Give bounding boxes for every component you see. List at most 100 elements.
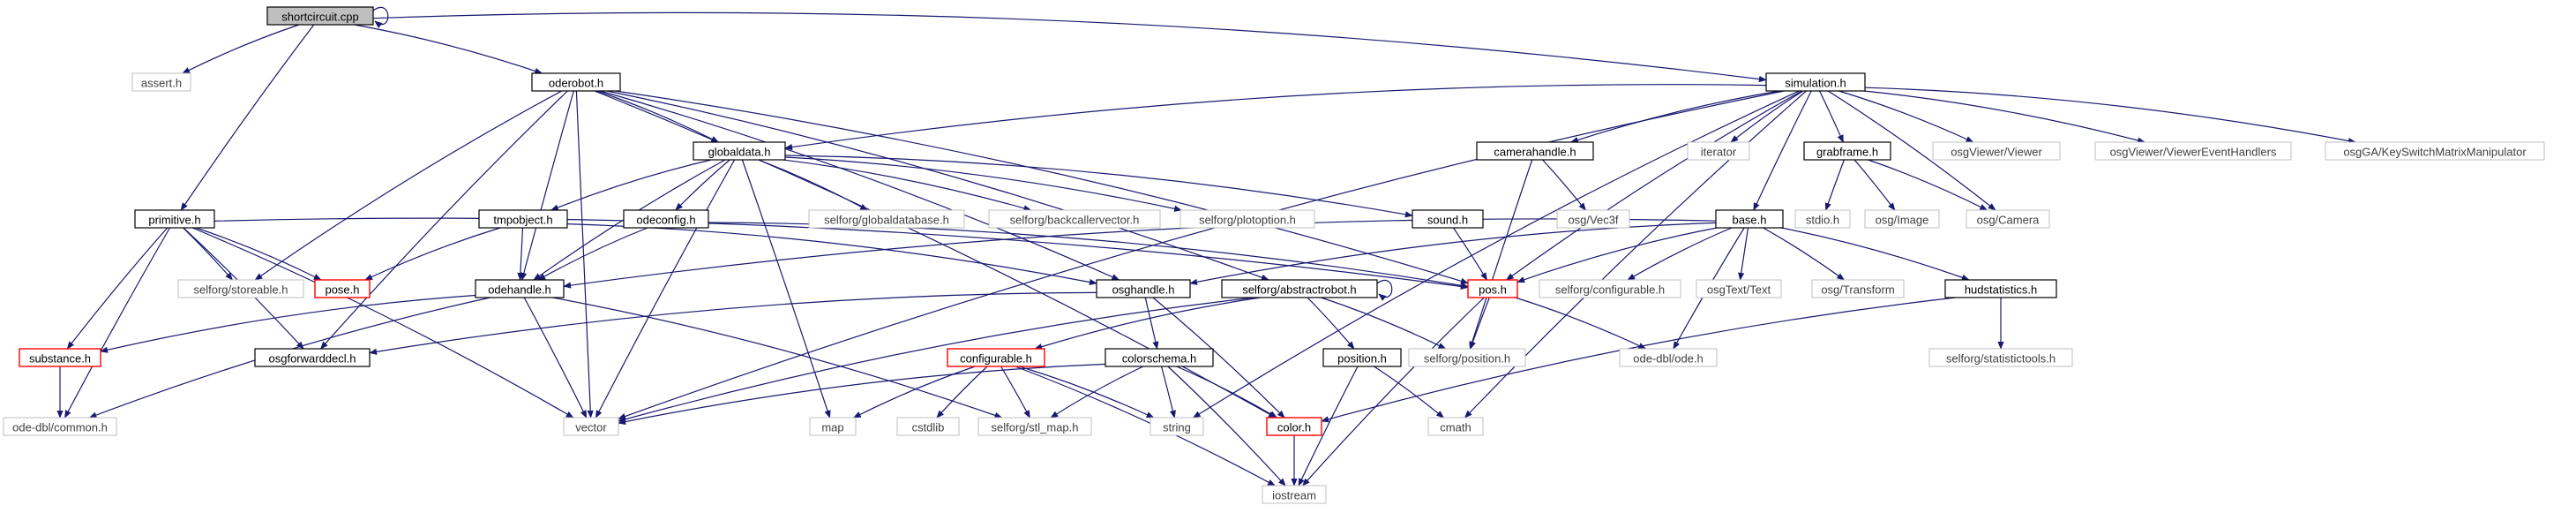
edge-globaldata-to-globaldatabase — [758, 159, 869, 211]
node-label-plotoption: selforg/plotoption.h — [1199, 214, 1296, 227]
node-box-cstdlib — [896, 417, 960, 436]
node-box-abstractrobot — [1221, 279, 1378, 298]
node-osghandle[interactable]: osghandle.h — [1096, 279, 1191, 298]
edge-posh-to-selfposition — [1470, 297, 1490, 350]
edge-oderobot-to-osghandle — [600, 90, 1120, 281]
node-box-substance — [19, 348, 101, 367]
edge-tmpobject-to-osghandle — [566, 223, 1097, 286]
node-label-configurable: configurable.h — [960, 352, 1032, 366]
node-box-sound — [1412, 209, 1484, 229]
node-box-osgViewer — [1932, 141, 2061, 161]
node-box-globaldata — [693, 141, 786, 161]
node-label-substance: substance.h — [29, 352, 91, 366]
node-odeconfig[interactable]: odeconfig.h — [623, 209, 709, 229]
node-label-osgCamera: osg/Camera — [1977, 214, 2041, 227]
edge-oderobot-to-abstractrobot — [606, 90, 1269, 281]
node-box-osgforward — [254, 348, 371, 367]
node-base[interactable]: base.h — [1715, 209, 1784, 229]
edge-base-to-posh — [1516, 227, 1718, 283]
node-box-selfposition — [1408, 348, 1526, 367]
node-pose[interactable]: pose.h — [314, 279, 371, 298]
node-label-stattools: selforg/statistictools.h — [1946, 352, 2056, 366]
node-label-backcaller: selforg/backcallervector.h — [1010, 214, 1140, 227]
edge-oderobot-to-globaldata — [596, 90, 720, 143]
node-label-iterator: iterator — [1701, 146, 1737, 159]
edge-base-to-hudstatistics — [1780, 227, 1970, 281]
edge-base-to-osghandle — [1189, 222, 1717, 285]
node-configurable[interactable]: configurable.h — [947, 348, 1045, 367]
node-label-hudstatistics: hudstatistics.h — [1965, 283, 2037, 297]
edge-simulation-to-osgCamera — [1827, 90, 1996, 211]
node-hudstatistics[interactable]: hudstatistics.h — [1944, 279, 2057, 298]
node-label-assert: assert.h — [141, 77, 182, 90]
node-layer: shortcircuit.cpp assert.h oderobot.h simula… — [3, 6, 2545, 504]
node-stattools: selforg/statistictools.h — [1928, 348, 2073, 367]
node-label-storeable: selforg/storeable.h — [194, 283, 288, 297]
node-box-simulation — [1765, 72, 1866, 92]
node-box-backcaller — [988, 209, 1161, 229]
edge-simulation-to-vector — [618, 90, 1785, 419]
edge-simulation-to-osgViewer — [1838, 90, 1974, 143]
node-posh[interactable]: pos.h — [1467, 279, 1518, 298]
edge-base-to-odehandle — [563, 218, 1717, 289]
node-shortcircuit[interactable]: shortcircuit.cpp — [266, 6, 374, 26]
edge-configurable-to-map — [852, 366, 976, 419]
edge-colorschema-to-iostream — [1167, 366, 1286, 487]
edge-globaldata-to-map — [741, 159, 831, 419]
node-label-posh: pos.h — [1479, 283, 1507, 297]
node-label-camerahandle: camerahandle.h — [1494, 146, 1576, 159]
edge-oderobot-to-storeable — [254, 90, 563, 281]
node-label-tmpobject: tmpobject.h — [493, 214, 552, 227]
node-position[interactable]: position.h — [1322, 348, 1402, 367]
node-label-abstractrobot: selforg/abstractrobot.h — [1242, 283, 1356, 297]
node-assert: assert.h — [131, 72, 191, 92]
node-label-odehandle: odehandle.h — [488, 283, 551, 297]
node-box-base — [1715, 209, 1784, 229]
node-box-grabframe — [1803, 141, 1891, 161]
edge-primitive-to-pose — [195, 227, 322, 281]
node-label-vector: vector — [575, 421, 607, 434]
node-odedblode: ode-dbl/ode.h — [1619, 348, 1718, 367]
node-cstdlib: cstdlib — [896, 417, 960, 436]
node-colorschema[interactable]: colorschema.h — [1105, 348, 1214, 367]
edge-position-to-iostream — [1298, 366, 1359, 487]
node-box-configurableS — [1539, 279, 1681, 298]
edge-camerahandle-to-osgVec3f — [1542, 159, 1586, 211]
node-globaldata[interactable]: globaldata.h — [693, 141, 786, 161]
node-label-configurableS: selforg/configurable.h — [1555, 283, 1665, 297]
node-box-pose — [314, 279, 371, 298]
node-box-stdio — [1794, 209, 1851, 229]
node-camerahandle[interactable]: camerahandle.h — [1476, 141, 1594, 161]
edge-oderobot-to-vector — [575, 90, 594, 419]
node-label-color: color.h — [1277, 421, 1311, 434]
edge-primitive-to-odedblcommon — [64, 227, 171, 419]
node-grabframe[interactable]: grabframe.h — [1803, 141, 1891, 161]
node-simulation[interactable]: simulation.h — [1765, 72, 1866, 92]
node-primitive[interactable]: primitive.h — [134, 209, 215, 229]
node-osgText: osgText/Text — [1696, 279, 1782, 298]
node-label-osgViewerEH: osgViewer/ViewerEventHandlers — [2110, 146, 2277, 159]
node-globaldatabase: selforg/globaldatabase.h — [808, 209, 965, 229]
node-label-grabframe: grabframe.h — [1816, 146, 1878, 159]
node-label-pose: pose.h — [325, 283, 359, 297]
edge-abstractrobot-to-position — [1307, 297, 1355, 350]
node-box-osgImage — [1864, 209, 1940, 229]
edge-simulation-to-iterator — [1730, 90, 1804, 143]
edge-position-to-cmath — [1374, 366, 1445, 419]
node-abstractrobot[interactable]: selforg/abstractrobot.h — [1221, 279, 1378, 298]
node-label-map: map — [821, 421, 843, 434]
node-box-plotoption — [1179, 209, 1315, 229]
node-box-globaldatabase — [808, 209, 965, 229]
edge-odeconfig-to-posh — [708, 222, 1469, 289]
node-color[interactable]: color.h — [1266, 417, 1322, 436]
node-label-selfposition: selforg/position.h — [1424, 352, 1510, 366]
node-substance[interactable]: substance.h — [19, 348, 101, 367]
node-osgforward[interactable]: osgforwarddecl.h — [254, 348, 371, 367]
node-odehandle[interactable]: odehandle.h — [475, 279, 565, 298]
node-sound[interactable]: sound.h — [1412, 209, 1484, 229]
node-box-primitive — [134, 209, 215, 229]
node-tmpobject[interactable]: tmpobject.h — [478, 209, 568, 229]
node-label-osghandle: osghandle.h — [1112, 283, 1175, 297]
edge-oderobot-to-osgforward — [320, 90, 568, 350]
node-oderobot[interactable]: oderobot.h — [531, 72, 621, 92]
